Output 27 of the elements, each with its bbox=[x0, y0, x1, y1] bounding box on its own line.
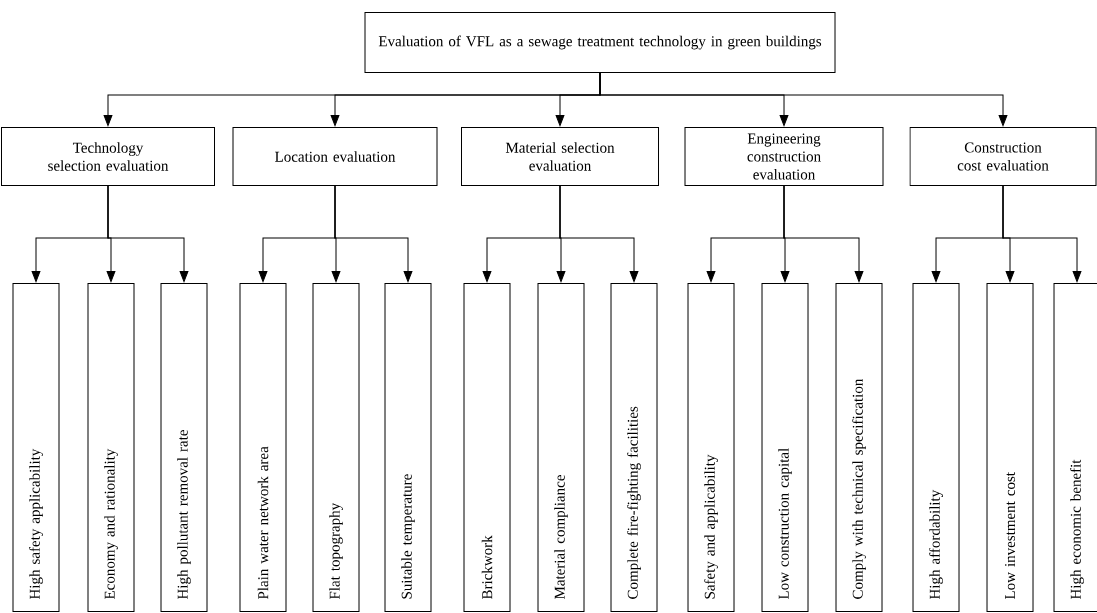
criterion-box: High safety applicability bbox=[12, 283, 60, 612]
arrow bbox=[783, 185, 864, 283]
arrow bbox=[559, 185, 639, 283]
criterion-box: Low construction capital bbox=[761, 283, 809, 612]
arrow bbox=[107, 185, 189, 283]
criterion-box: Comply with technical specification bbox=[835, 283, 883, 612]
criterion-box: Brickwork bbox=[463, 283, 511, 612]
criterion-box: Plain water network area bbox=[239, 283, 287, 612]
category-box: Location evaluation bbox=[232, 127, 438, 186]
criterion-box: Complete fire-fighting facilities bbox=[610, 283, 658, 612]
category-box: Technology selection evaluation bbox=[1, 127, 215, 186]
category-box: Material selection evaluation bbox=[461, 127, 659, 186]
criterion-box: High affordability bbox=[912, 283, 960, 612]
criterion-box: Safety and applicability bbox=[687, 283, 735, 612]
criterion-box: Flat topography bbox=[312, 283, 360, 612]
arrow bbox=[334, 185, 413, 283]
criterion-box: Low investment cost bbox=[986, 283, 1034, 612]
arrow bbox=[599, 72, 1008, 127]
criterion-box: Material compliance bbox=[537, 283, 585, 612]
criterion-box: Suitable temperature bbox=[384, 283, 432, 612]
criterion-box: Economy and rationality bbox=[87, 283, 135, 612]
category-box: Construction cost evaluation bbox=[909, 127, 1097, 186]
criterion-box: High economic benefit bbox=[1053, 283, 1097, 612]
criterion-box: High pollutant removal rate bbox=[160, 283, 208, 612]
title-box: Evaluation of VFL as a sewage treatment technology in green buildings bbox=[364, 12, 836, 73]
arrow bbox=[1002, 185, 1082, 283]
category-box: Engineering construction evaluation bbox=[684, 127, 884, 186]
